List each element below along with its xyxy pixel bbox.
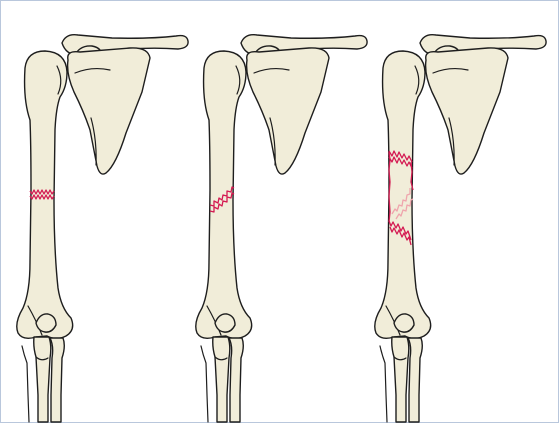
panel-transverse	[17, 35, 188, 422]
arm-skeleton-1	[17, 35, 188, 422]
panel-spiral	[375, 35, 546, 422]
panel-oblique	[196, 35, 367, 422]
arm-skeleton-2	[196, 35, 367, 422]
